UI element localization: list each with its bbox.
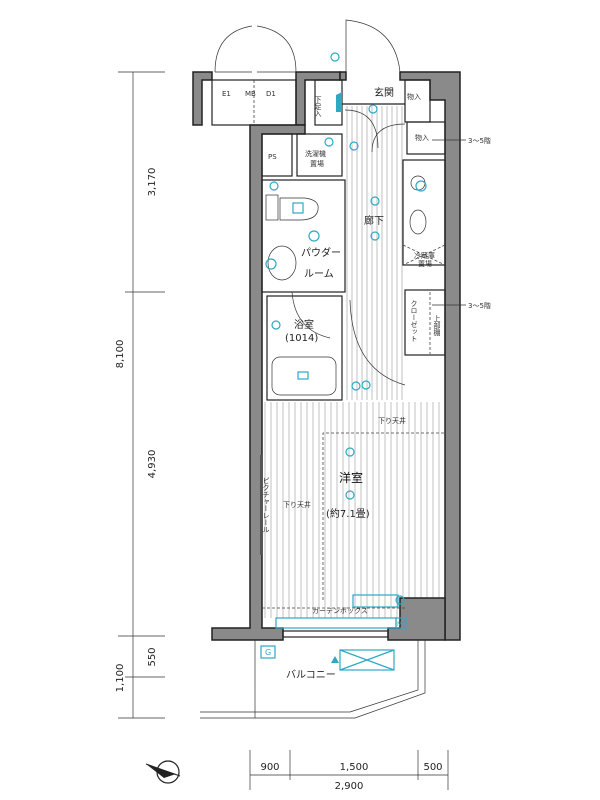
dim-total-horizontal: 2,900 xyxy=(335,781,364,792)
western-room-size-label: (約7.1畳) xyxy=(326,507,370,520)
bath-label: 浴室 xyxy=(294,318,314,331)
laundry-label-2: 置場 xyxy=(310,159,324,168)
mb-label-mb: MB xyxy=(245,90,256,98)
bathroom: 浴室 (1014) xyxy=(266,291,343,401)
shoe-storage-label: 下足入 xyxy=(314,96,322,117)
drop-ceiling-label-1: 下り天井 xyxy=(378,416,406,425)
upper-cabinet-label: 上部棚 xyxy=(433,314,441,337)
toilet-tank xyxy=(265,194,279,221)
entrance-door[interactable] xyxy=(345,19,401,73)
dim-right: 500 xyxy=(423,762,442,773)
fridge-label-1: 冷蔵庫 xyxy=(414,251,435,260)
floor-note-2: 3～5階 xyxy=(468,301,491,310)
closet-label: クローゼット xyxy=(410,300,418,342)
room-door[interactable] xyxy=(349,299,406,386)
mc-label: MC xyxy=(397,621,406,628)
closet: クローゼット 上部棚 xyxy=(404,289,446,356)
gas-meter-label: G xyxy=(265,648,271,657)
ps-label: PS xyxy=(268,153,277,161)
floor-note-1: 3～5階 xyxy=(468,136,491,145)
walls xyxy=(192,71,461,641)
powder-room-label-2: ルーム xyxy=(304,268,334,280)
dim-left: 900 xyxy=(260,762,279,773)
horizontal-dimensions: 900 1,500 500 2,900 xyxy=(249,750,449,792)
vertical-dimensions: 3,170 4,930 8,100 550 1,100 xyxy=(115,71,165,719)
corridor-label: 廊下 xyxy=(364,214,384,227)
laundry-space xyxy=(296,133,343,177)
western-room-label: 洋室 xyxy=(339,470,363,485)
sink-icon xyxy=(409,209,427,235)
bathtub-icon xyxy=(271,356,337,396)
balcony-window[interactable] xyxy=(282,630,389,638)
fridge-label-2: 置場 xyxy=(418,259,432,268)
dim-total-vertical: 8,100 xyxy=(115,340,126,369)
balcony: G バルコニー xyxy=(200,640,426,719)
washbasin-icon xyxy=(267,245,297,281)
dim-balcony-inner: 550 xyxy=(147,647,158,666)
dim-middle-h: 1,500 xyxy=(340,762,369,773)
dim-balcony-total: 1,100 xyxy=(115,664,126,693)
balcony-label: バルコニー xyxy=(286,669,336,681)
entrance: 下足入 玄関 物入 物入 xyxy=(314,79,446,155)
curtain-box-label: カーテンボックス xyxy=(312,607,368,615)
dim-middle: 4,930 xyxy=(147,450,158,479)
mb-label-e1: E1 xyxy=(222,90,231,98)
entrance-label: 玄関 xyxy=(374,86,394,99)
storage-1-label: 物入 xyxy=(407,92,421,101)
bath-size-label: (1014) xyxy=(285,333,318,344)
storage-2-label: 物入 xyxy=(415,133,429,142)
drop-ceiling-label-2: 下り天井 xyxy=(283,500,311,509)
picture-rail-label: ピクチャーレール xyxy=(262,477,270,533)
kitchen: 冷蔵庫 置場 xyxy=(402,159,446,268)
mb-label-d1: D1 xyxy=(266,90,276,98)
north-arrow-icon xyxy=(145,760,181,784)
flooring xyxy=(264,106,440,618)
toilet-icon xyxy=(279,197,319,221)
western-room: 下り天井 下り天井 ピクチャーレール 洋室 (約7.1畳) カーテンボックス M… xyxy=(260,380,445,629)
powder-room: パウダー ルーム xyxy=(261,179,346,293)
dim-upper: 3,170 xyxy=(147,168,158,197)
pipe-space xyxy=(261,133,293,177)
intercom-icon xyxy=(330,52,340,62)
meter-box: E1 MB D1 xyxy=(211,25,297,126)
stove-icon xyxy=(410,175,426,191)
powder-room-label-1: パウダー xyxy=(301,246,341,259)
laundry-label-1: 洗濯機 xyxy=(305,149,326,158)
